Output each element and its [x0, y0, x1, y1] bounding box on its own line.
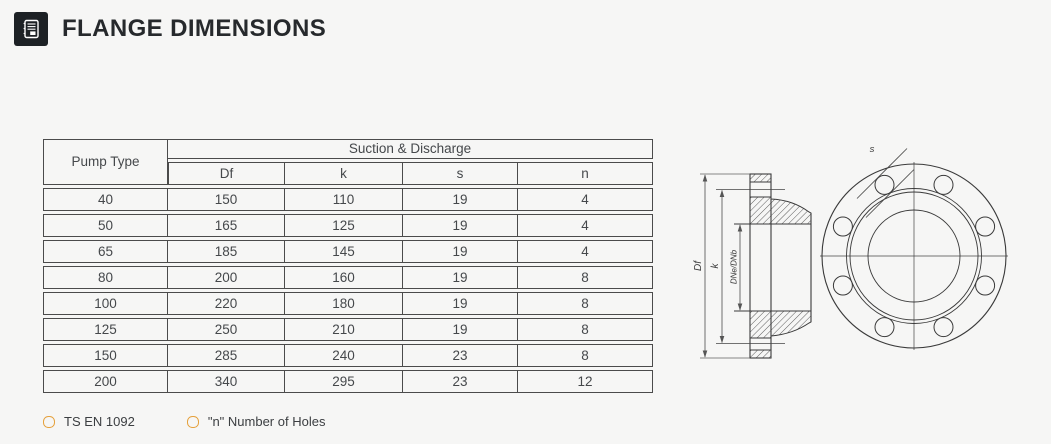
flange-cross-section: Df k DNe/DNb: [693, 173, 812, 359]
s-leader-line: [865, 169, 915, 218]
cell-pump-type: 125: [43, 318, 168, 341]
column-header-n: n: [518, 162, 653, 185]
footnote-standard: TS EN 1092: [43, 414, 135, 429]
cell-s: 19: [403, 240, 518, 263]
cell-n: 8: [518, 318, 653, 341]
label-bore: DNe/DNb: [730, 249, 739, 284]
cell-s: 19: [403, 266, 518, 289]
bore-circle: [867, 209, 961, 303]
bolt-hole: [933, 317, 954, 338]
raised-face-inner-circle: [849, 191, 979, 321]
cell-k: 110: [285, 188, 403, 211]
flange-front-view: s: [820, 144, 1008, 350]
table-row: 200 340 295 23 12: [43, 370, 653, 393]
cell-n: 4: [518, 214, 653, 237]
footnote-holes-text: "n" Number of Holes: [207, 414, 326, 429]
table-row: 150 285 240 23 8: [43, 344, 653, 367]
cell-s: 19: [403, 292, 518, 315]
cell-k: 295: [285, 370, 403, 393]
table-row: 40 150 110 19 4: [43, 188, 653, 211]
cell-df: 200: [168, 266, 285, 289]
cell-s: 19: [403, 214, 518, 237]
cell-df: 185: [168, 240, 285, 263]
cell-s: 23: [403, 344, 518, 367]
page-header: FLANGE DIMENSIONS: [14, 12, 326, 46]
cell-s: 23: [403, 370, 518, 393]
table-row: 80 200 160 19 8: [43, 266, 653, 289]
label-s: s: [870, 144, 875, 155]
flange-technical-drawing: Df k DNe/DNb s: [693, 144, 1008, 359]
bolt-hole: [933, 174, 954, 195]
table-row: 65 185 145 19 4: [43, 240, 653, 263]
document-icon: [14, 12, 48, 46]
bolt-hole: [874, 174, 895, 195]
outer-diameter-circle: [821, 163, 1007, 349]
cell-df: 250: [168, 318, 285, 341]
cell-df: 340: [168, 370, 285, 393]
raised-face-outer-circle: [846, 188, 982, 324]
cell-pump-type: 50: [43, 214, 168, 237]
notepad-icon-glyph: [23, 19, 39, 39]
table-row: 50 165 125 19 4: [43, 214, 653, 237]
column-header-s: s: [403, 162, 518, 185]
cell-n: 12: [518, 370, 653, 393]
cell-n: 8: [518, 344, 653, 367]
cell-pump-type: 100: [43, 292, 168, 315]
cell-df: 150: [168, 188, 285, 211]
cell-df: 165: [168, 214, 285, 237]
cell-n: 4: [518, 188, 653, 211]
cell-df: 220: [168, 292, 285, 315]
cell-n: 4: [518, 240, 653, 263]
cell-n: 8: [518, 266, 653, 289]
footnote-standard-text: TS EN 1092: [64, 414, 135, 429]
page-title: FLANGE DIMENSIONS: [62, 15, 327, 42]
cell-k: 125: [285, 214, 403, 237]
group-header-suction-discharge: Suction & Discharge: [168, 139, 653, 159]
footnote-number-of-holes: "n" Number of Holes: [186, 414, 326, 429]
cell-pump-type: 200: [43, 370, 168, 393]
s-leader-line: [856, 148, 908, 199]
bullet-ring-icon: [186, 415, 199, 428]
table-row: 125 250 210 19 8: [43, 318, 653, 341]
footnotes: TS EN 1092 "n" Number of Holes: [43, 414, 325, 429]
bolt-hole: [832, 275, 853, 296]
cell-pump-type: 65: [43, 240, 168, 263]
label-k: k: [710, 263, 721, 269]
bullet-ring-icon: [43, 415, 55, 428]
cell-k: 240: [285, 344, 403, 367]
cell-pump-type: 40: [43, 188, 168, 211]
column-header-pump-type: Pump Type: [43, 139, 168, 185]
cell-k: 180: [285, 292, 403, 315]
cell-k: 145: [285, 240, 403, 263]
cell-pump-type: 80: [43, 266, 168, 289]
column-header-k: k: [285, 162, 403, 185]
bolt-hole: [975, 275, 996, 296]
cell-pump-type: 150: [43, 344, 168, 367]
cell-k: 210: [285, 318, 403, 341]
label-df: Df: [693, 260, 704, 271]
cell-df: 285: [168, 344, 285, 367]
column-header-df: Df: [168, 162, 285, 185]
cell-s: 19: [403, 318, 518, 341]
cell-k: 160: [285, 266, 403, 289]
table-row: 100 220 180 19 8: [43, 292, 653, 315]
bolt-hole: [975, 216, 996, 237]
flange-dimensions-table: Pump Type Suction & Discharge Df k s n 4…: [43, 136, 653, 396]
bolt-hole: [832, 216, 853, 237]
bolt-hole: [874, 317, 895, 338]
cell-s: 19: [403, 188, 518, 211]
cell-n: 8: [518, 292, 653, 315]
